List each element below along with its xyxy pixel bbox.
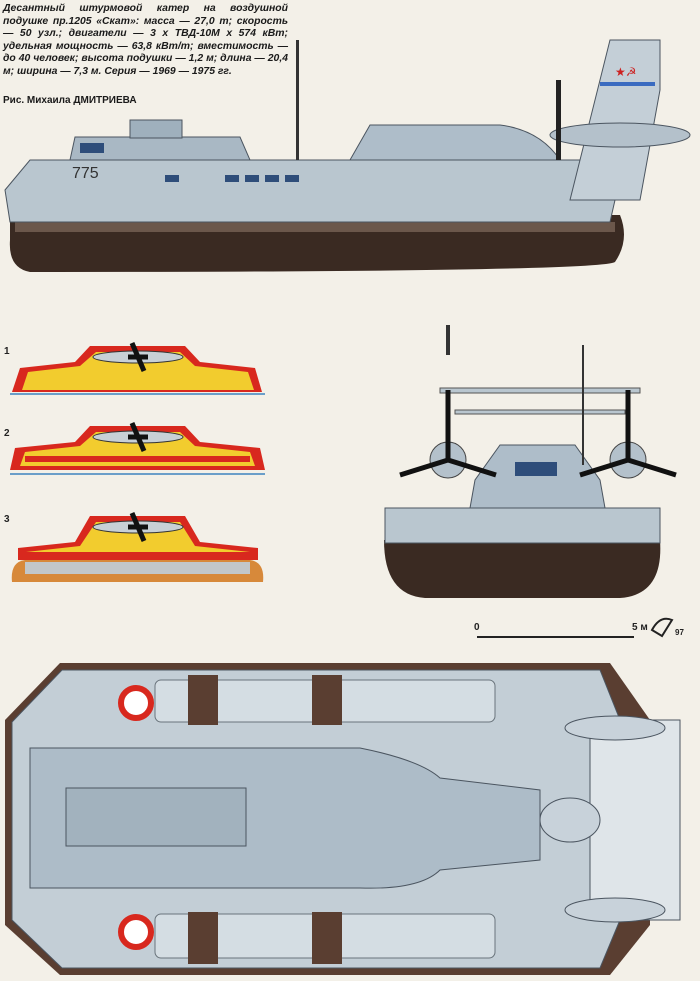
- hull-number: 775: [72, 165, 99, 182]
- top-nacelle-lower: [564, 897, 666, 923]
- side-superstructure: [69, 136, 251, 161]
- section-3: [11, 512, 264, 582]
- side-propeller: [556, 80, 561, 160]
- side-mast: [296, 40, 299, 160]
- section-label-3: 3: [4, 514, 10, 525]
- section-1: [10, 342, 265, 395]
- illustration-credit: Рис. Михаила ДМИТРИЕВА: [3, 95, 137, 106]
- flag-emblem: ★☭: [615, 65, 637, 79]
- left-propeller: [399, 390, 497, 478]
- signature-year: 97: [675, 628, 684, 637]
- caption-description: Десантный штурмовой катер на воздушной п…: [3, 3, 288, 77]
- front-view: [384, 325, 677, 598]
- side-skirt-highlight: [15, 222, 615, 232]
- front-rail-lower: [454, 409, 626, 415]
- scale-end: 5 м: [632, 622, 648, 633]
- front-hull: [384, 507, 661, 544]
- top-view: [5, 663, 681, 975]
- section-label-1: 1: [4, 346, 10, 357]
- front-mast: [582, 345, 584, 465]
- side-cabin: [129, 119, 183, 139]
- artist-signature-logo: [650, 617, 674, 638]
- top-nacelle-center: [539, 797, 601, 843]
- right-propeller: [579, 390, 677, 478]
- front-rail: [439, 387, 641, 394]
- front-skirt: [384, 540, 661, 598]
- top-nacelle-upper: [564, 715, 666, 741]
- front-window: [515, 462, 557, 476]
- top-superstructure: [29, 747, 541, 889]
- side-tail-fin: [569, 39, 661, 201]
- side-engine-housing: [349, 124, 561, 161]
- side-windows: [80, 143, 299, 182]
- scale-start: 0: [474, 622, 480, 633]
- front-superstructure: [469, 444, 606, 509]
- section-label-2: 2: [4, 428, 10, 439]
- section-2: [10, 422, 265, 475]
- life-ring-upper: [118, 685, 154, 721]
- side-view: ★☭ 775: [4, 39, 691, 272]
- top-tail-plane: [589, 719, 681, 921]
- flag-stripe: [600, 82, 655, 86]
- life-ring-lower: [118, 914, 154, 950]
- top-cabin: [65, 787, 247, 847]
- side-propeller-nacelle: [549, 122, 691, 148]
